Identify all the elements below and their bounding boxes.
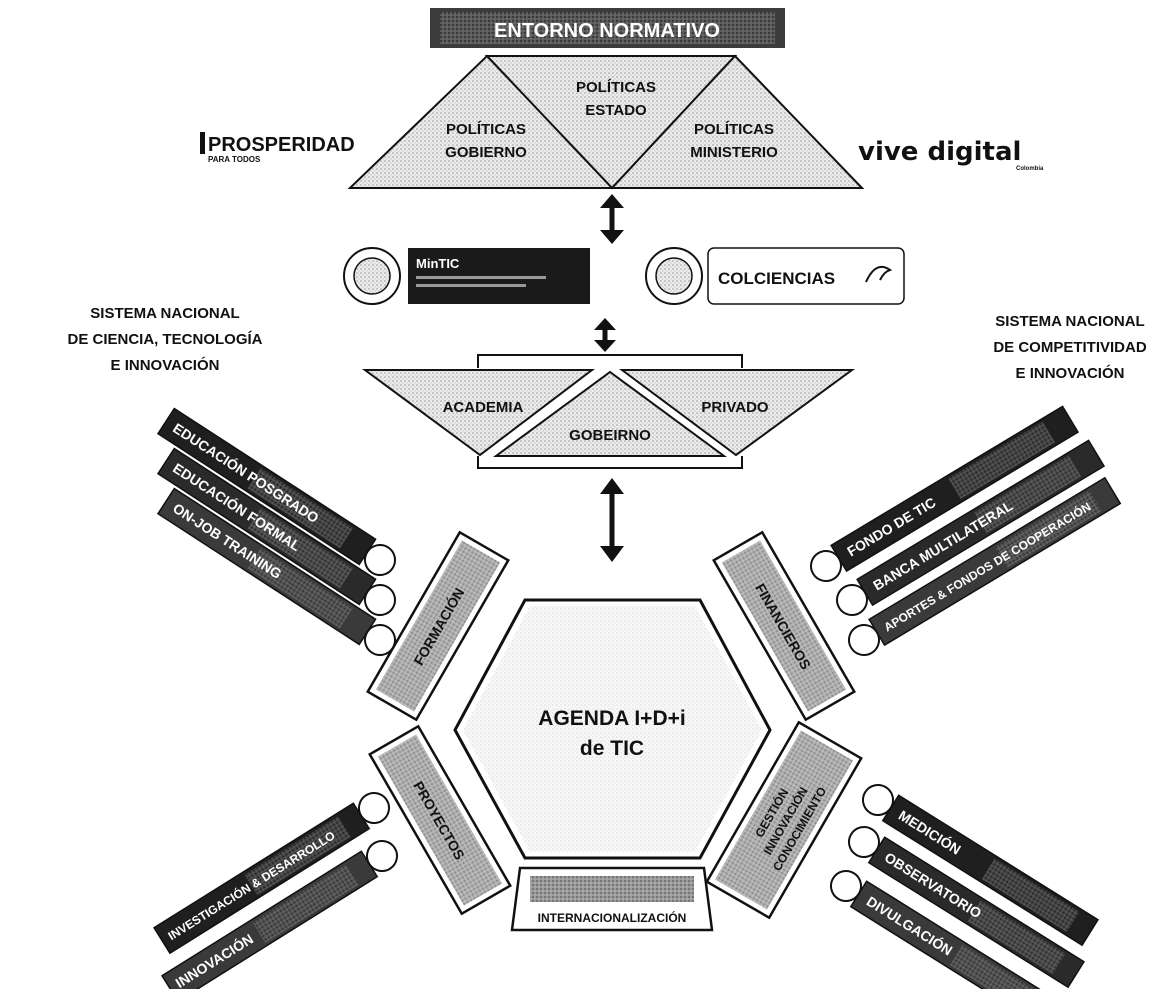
arrow-institutions-to-actors bbox=[594, 318, 616, 352]
politicas-gobierno-line1: POLÍTICAS bbox=[446, 121, 526, 138]
colciencias-logo: COLCIENCIAS bbox=[645, 247, 905, 305]
politicas-gobierno-line2: GOBIERNO bbox=[445, 144, 527, 161]
bar-educacion-posgrado-node-icon bbox=[364, 544, 396, 576]
arrow-policies-to-institutions bbox=[600, 194, 624, 244]
vive-digital-text: vive digital bbox=[858, 137, 1021, 167]
agenda-title-line1: AGENDA I+D+i bbox=[538, 707, 685, 730]
actor-privado-label: PRIVADO bbox=[701, 399, 769, 416]
sistema-ciencia-line1: SISTEMA NACIONAL bbox=[90, 305, 239, 322]
sistema-competitividad-line3: E INNOVACIÓN bbox=[1016, 364, 1125, 382]
actor-academia-shape bbox=[361, 369, 595, 457]
sistema-ciencia-line2: DE CIENCIA, TECNOLOGÍA bbox=[67, 331, 262, 348]
sistema-competitividad-line2: DE COMPETITIVIDAD bbox=[993, 339, 1147, 356]
entorno-normativo-banner: ENTORNO NORMATIVO bbox=[430, 8, 785, 48]
colciencias-swoosh-icon bbox=[865, 266, 893, 283]
pillar-gestion: GESTIÓN INNOVACIÓN CONOCIMIENTO bbox=[705, 720, 863, 920]
pillar-financieros: FINANCIEROS bbox=[712, 530, 856, 722]
actor-gobierno-shape bbox=[492, 370, 728, 457]
bar-educacion-formal-node-icon bbox=[364, 584, 396, 616]
policy-triangles: POLÍTICAS GOBIERNO POLÍTICAS ESTADO POLÍ… bbox=[347, 54, 865, 190]
bars-formacion: EDUCACIÓN POSGRADO EDUCACIÓN FORMAL ON-J… bbox=[156, 407, 396, 656]
vive-digital-subtext: Colombia bbox=[1016, 166, 1044, 172]
sistema-ciencia-label: SISTEMA NACIONAL DE CIENCIA, TECNOLOGÍA … bbox=[67, 305, 262, 374]
sistema-ciencia-line3: E INNOVACIÓN bbox=[111, 356, 220, 374]
bar-banca-multilateral-node-icon bbox=[836, 584, 868, 616]
prosperidad-logo: PROSPERIDAD PARA TODOS bbox=[200, 132, 355, 164]
pillar-internacionalizacion-label: INTERNACIONALIZACIÓN bbox=[538, 910, 687, 925]
banner-title: ENTORNO NORMATIVO bbox=[494, 20, 720, 42]
bar-aportes-fondos-node-icon bbox=[848, 624, 880, 656]
mintic-logo: MinTIC bbox=[343, 247, 590, 305]
triangle-politicas-ministerio bbox=[609, 54, 865, 189]
actor-gobierno-label: GOBEIRNO bbox=[569, 427, 651, 444]
colciencias-text: COLCIENCIAS bbox=[718, 269, 835, 288]
politicas-ministerio-line2: MINISTERIO bbox=[690, 144, 778, 161]
sistema-competitividad-label: SISTEMA NACIONAL DE COMPETITIVIDAD E INN… bbox=[993, 313, 1147, 382]
actor-privado-shape bbox=[618, 369, 856, 457]
politicas-estado-line2: ESTADO bbox=[585, 102, 647, 119]
actor-academia-label: ACADEMIA bbox=[443, 399, 524, 416]
bars-proyectos: INVESTIGACIÓN & DESARROLLO INNOVACIÓN bbox=[153, 792, 398, 989]
bar-observatorio-node-icon bbox=[848, 826, 880, 858]
prosperidad-subtext: PARA TODOS bbox=[208, 155, 261, 164]
bars-gestion: MEDICIÓN OBSERVATORIO DIVULGACIÓN bbox=[830, 784, 1099, 989]
agenda-title-line2: de TIC bbox=[580, 737, 644, 760]
pillar-internacionalizacion: INTERNACIONALIZACIÓN bbox=[510, 866, 714, 932]
politicas-estado-line1: POLÍTICAS bbox=[576, 79, 656, 96]
bars-financieros: FONDO DE TIC BANCA MULTILATERAL APORTES … bbox=[810, 405, 1122, 656]
bar-medicion-node-icon bbox=[862, 784, 894, 816]
sistema-competitividad-line1: SISTEMA NACIONAL bbox=[995, 313, 1144, 330]
bar-fondo-tic-node-icon bbox=[810, 550, 842, 582]
mintic-text: MinTIC bbox=[416, 256, 460, 271]
agenda-hexagon: AGENDA I+D+i de TIC bbox=[453, 598, 772, 860]
bar-divulgacion-node-icon bbox=[830, 870, 862, 902]
arrow-actors-to-agenda bbox=[600, 478, 624, 562]
bar-investigacion-desarrollo-node-icon bbox=[358, 792, 390, 824]
prosperidad-text: PROSPERIDAD bbox=[208, 134, 355, 156]
actors-group: ACADEMIA GOBEIRNO PRIVADO bbox=[361, 354, 856, 469]
bar-innovacion-node-icon bbox=[366, 840, 398, 872]
vive-digital-logo: vive digital Colombia bbox=[858, 137, 1044, 172]
politicas-ministerio-line1: POLÍTICAS bbox=[694, 121, 774, 138]
bar-on-job-training-node-icon bbox=[364, 624, 396, 656]
